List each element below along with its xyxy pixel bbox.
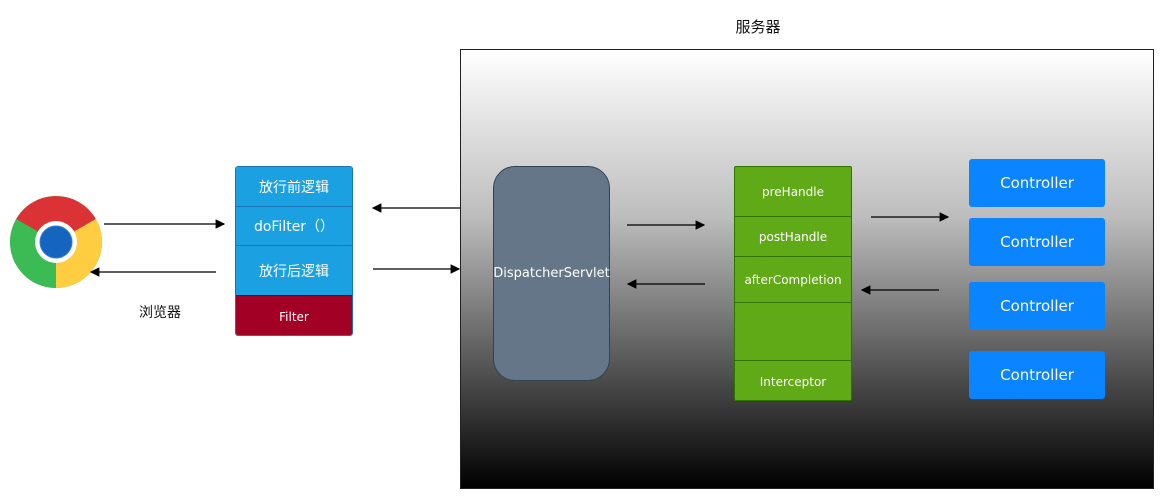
browser-label: 浏览器 xyxy=(139,305,181,321)
filter-pre-logic: 放行前逻辑 xyxy=(236,167,352,206)
controller-4: Controller xyxy=(969,351,1105,399)
server-label: 服务器 xyxy=(735,18,781,36)
interceptor-aftercompletion: afterCompletion xyxy=(735,256,851,302)
interceptor-label: Interceptor xyxy=(735,360,851,400)
filter-block: 放行前逻辑 doFilter（） 放行后逻辑 Filter xyxy=(235,166,353,336)
controller-2: Controller xyxy=(969,218,1105,266)
filter-do-filter: doFilter（） xyxy=(236,206,352,245)
controller-1: Controller xyxy=(969,159,1105,207)
dispatcher-servlet: DispatcherServlet xyxy=(493,166,610,381)
interceptor-block: preHandle postHandle afterCompletion Int… xyxy=(734,166,852,401)
interceptor-prehandle: preHandle xyxy=(762,184,824,199)
filter-label: Filter xyxy=(236,295,352,335)
interceptor-empty-row xyxy=(735,302,851,360)
interceptor-posthandle: postHandle xyxy=(735,216,851,256)
filter-post-logic: 放行后逻辑 xyxy=(236,245,352,295)
controller-3: Controller xyxy=(969,282,1105,330)
